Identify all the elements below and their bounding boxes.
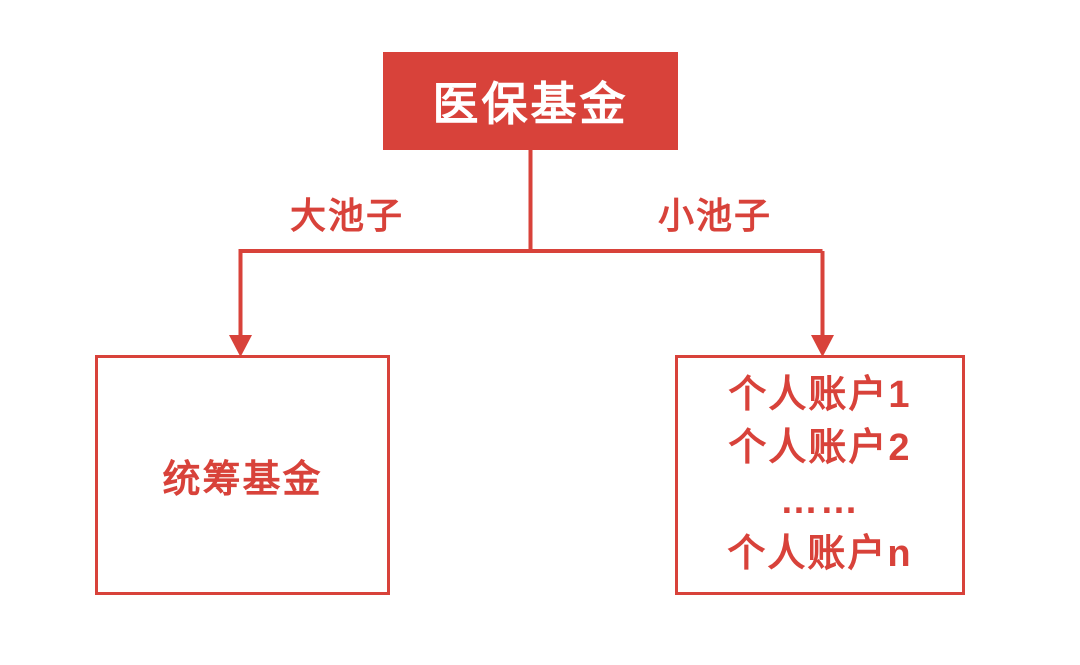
node-personal-accounts: 个人账户1 个人账户2 …… 个人账户n: [675, 355, 965, 595]
root-node-label: 医保基金: [432, 78, 629, 130]
list-item: 个人账户1: [728, 374, 912, 416]
root-node-medical-insurance-fund: 医保基金: [383, 52, 678, 150]
list-item: 个人账户n: [727, 533, 913, 575]
node-pooled-fund-label: 统筹基金: [162, 458, 323, 501]
arrow-down-left-icon: [229, 335, 252, 357]
branch-label-big-pool: 大池子: [289, 195, 405, 236]
arrow-down-right-icon: [811, 335, 834, 357]
list-item: 个人账户2: [728, 427, 912, 469]
node-pooled-fund: 统筹基金: [95, 355, 390, 595]
list-item-ellipsis: ……: [780, 480, 860, 522]
branch-label-small-pool: 小池子: [657, 195, 773, 236]
